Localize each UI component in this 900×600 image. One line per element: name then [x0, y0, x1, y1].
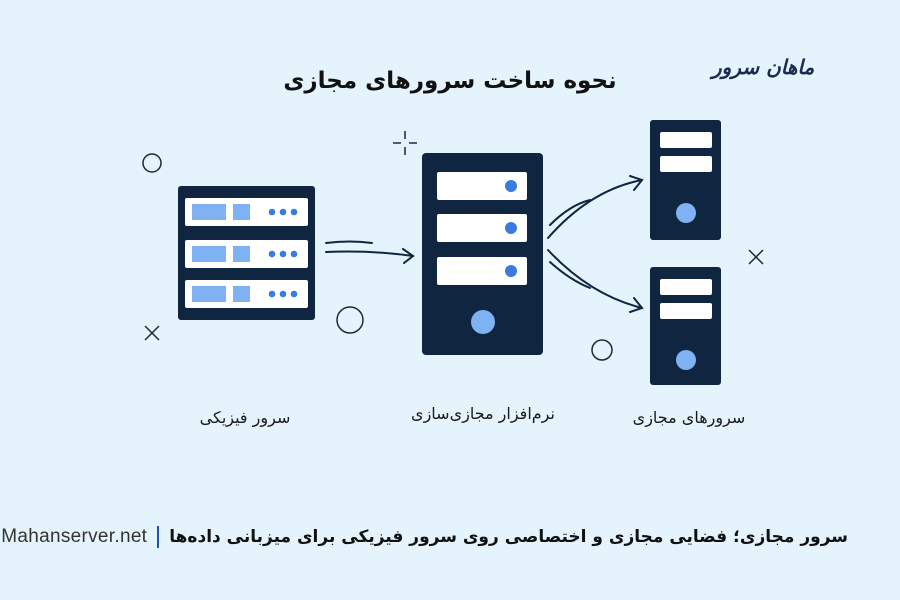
- drive-bay: [233, 286, 250, 302]
- drive-bay: [192, 204, 226, 220]
- divider: [157, 526, 160, 548]
- label-physical-server: سرور فیزیکی: [199, 408, 291, 427]
- physical-server-icon: [178, 186, 315, 320]
- drive-bay: [233, 204, 250, 220]
- deco-circle: [336, 306, 364, 334]
- drive-bay: [192, 246, 226, 262]
- site-url: Mahanserver.net: [1, 526, 148, 547]
- status-led: [279, 208, 287, 216]
- logo-text: ماهان سرور: [712, 55, 815, 79]
- drive-bay: [233, 246, 250, 262]
- deco-circle: [142, 153, 162, 173]
- status-led: [290, 290, 298, 298]
- virtual-server-icon: [650, 267, 721, 385]
- arrow-icon: [325, 240, 415, 264]
- deco-x-icon: [144, 325, 160, 341]
- virtual-server-icon: [650, 120, 721, 240]
- branch-arrows-icon: [547, 175, 644, 313]
- status-led: [268, 208, 276, 216]
- status-led: [290, 208, 298, 216]
- status-led: [268, 290, 276, 298]
- deco-plus-icon: [393, 131, 417, 155]
- drive-bay: [192, 286, 226, 302]
- footer: Mahanserver.net سرور مجازی؛ فضایی مجازی …: [1, 526, 848, 548]
- status-led: [268, 250, 276, 258]
- status-led: [290, 250, 298, 258]
- virtualization-server-icon: [422, 153, 543, 355]
- page-title: نحوه ساخت سرورهای مجازی: [283, 68, 617, 94]
- status-led: [279, 290, 287, 298]
- deco-x-icon: [748, 249, 764, 265]
- deco-circle: [591, 339, 613, 361]
- label-virtualization-software: نرم‌افزار مجازی‌سازی: [411, 404, 555, 423]
- status-led: [279, 250, 287, 258]
- tagline: سرور مجازی؛ فضایی مجازی و اختصاصی روی سر…: [169, 527, 848, 547]
- label-virtual-servers: سرورهای مجازی: [632, 408, 746, 427]
- brand-logo: ماهان سرور: [712, 55, 814, 79]
